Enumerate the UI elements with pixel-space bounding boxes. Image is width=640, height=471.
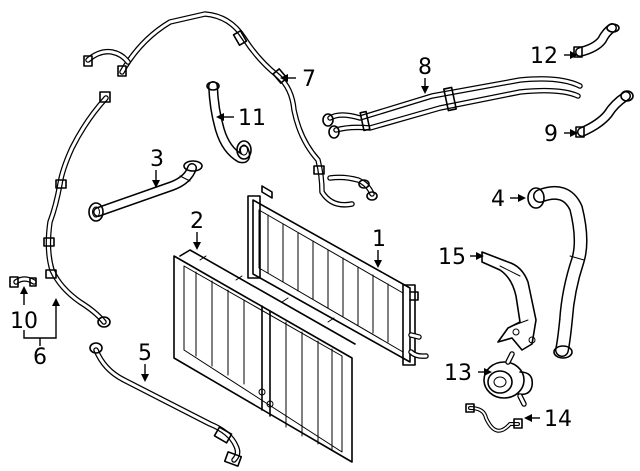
callout-10: 10	[10, 309, 38, 334]
callout-labels: 1 2 3 4 5 6 7 8 9 10 11 12 13 14 15	[10, 44, 572, 432]
callout-2: 2	[190, 209, 204, 234]
callout-1: 1	[372, 227, 386, 252]
coolant-pipe-part-8	[322, 76, 583, 139]
callout-9: 9	[544, 122, 558, 147]
hose-assembly-part-6	[43, 91, 111, 328]
fan-shroud-part-2	[173, 249, 356, 463]
water-pump-part-13	[483, 351, 534, 407]
hose-part-9	[575, 90, 634, 138]
callout-15: 15	[438, 245, 466, 270]
callout-4: 4	[491, 187, 505, 212]
hose-part-5	[89, 342, 243, 467]
callout-5: 5	[138, 341, 152, 366]
radiator-part-1	[247, 185, 429, 366]
callout-6: 6	[33, 345, 47, 370]
hose-part-3	[88, 160, 203, 222]
bracket-part-15	[481, 251, 537, 351]
callout-11: 11	[238, 106, 266, 131]
hose-part-4	[527, 186, 588, 359]
callout-14: 14	[544, 407, 572, 432]
hose-part-12	[573, 23, 620, 58]
callout-12: 12	[530, 44, 558, 69]
coolant-pipe-part-7	[83, 11, 378, 208]
callout-leaders	[20, 51, 578, 422]
hose-part-11	[206, 81, 252, 164]
callout-3: 3	[150, 147, 164, 172]
callout-8: 8	[418, 55, 432, 80]
callout-13: 13	[444, 361, 472, 386]
wire-harness-part-14	[465, 403, 523, 433]
fitting-part-10	[9, 276, 37, 288]
callout-7: 7	[302, 67, 316, 92]
